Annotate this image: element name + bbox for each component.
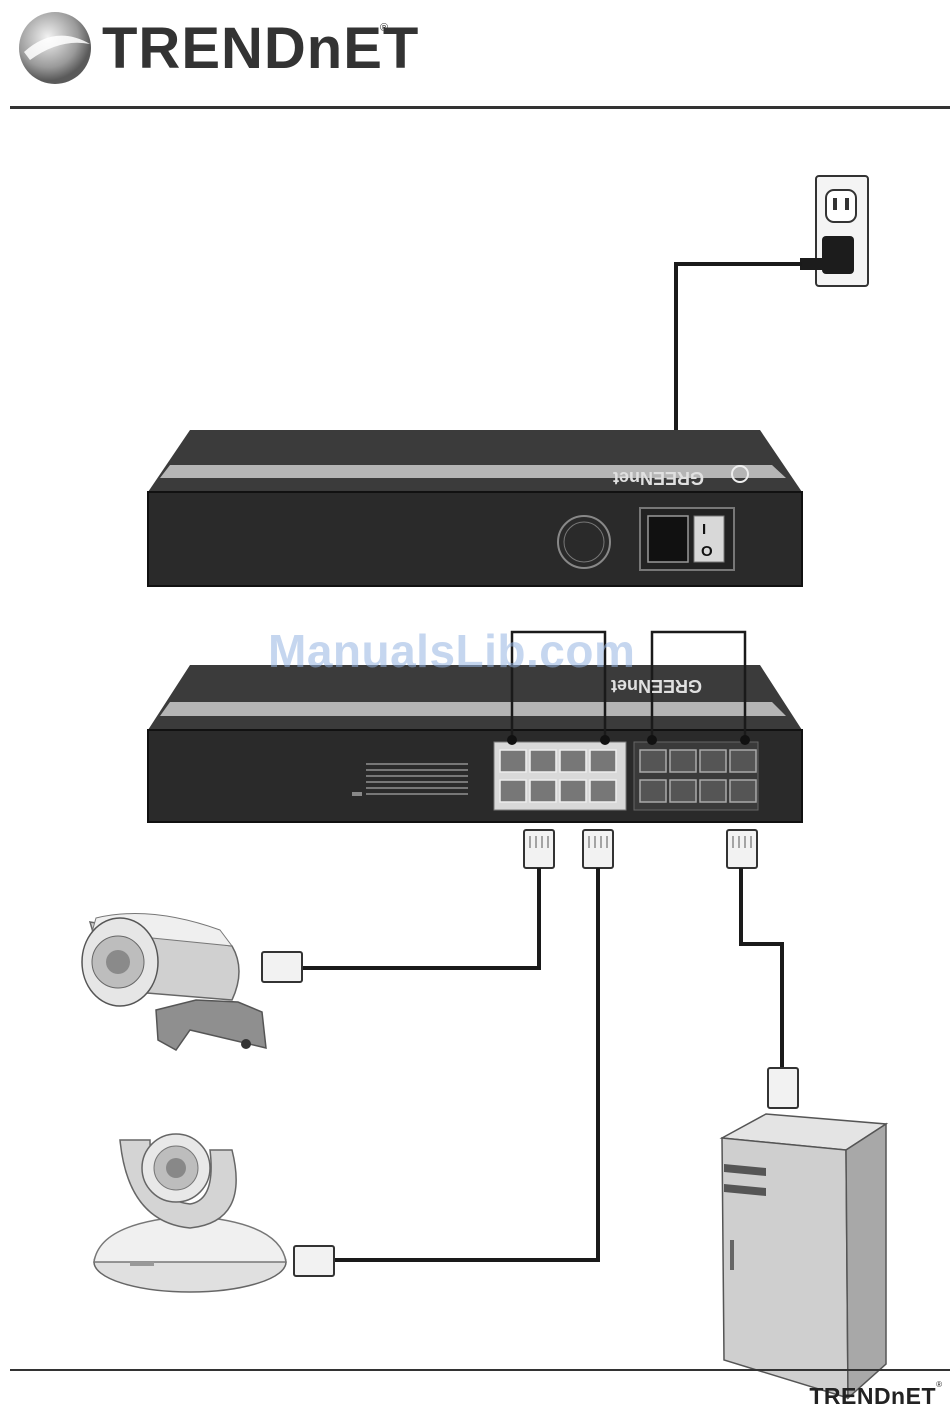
- watermark-text: ManualsLib.com: [268, 624, 635, 678]
- power-switch-on-label: I: [702, 521, 706, 538]
- power-cable: [676, 264, 802, 452]
- pc-tower: [722, 1114, 886, 1398]
- footer-divider: [10, 1369, 950, 1371]
- power-switch-off-label: O: [701, 543, 713, 560]
- rear-greennet-badge: GREENnet: [613, 468, 704, 488]
- rj45-connectors-top: [524, 830, 757, 868]
- ptz-camera: [94, 1134, 286, 1292]
- footer-registered-mark: ®: [936, 1380, 942, 1389]
- front-greennet-badge: GREENnet: [611, 676, 702, 696]
- rj45-connectors-devices: [262, 952, 798, 1276]
- footer-brand-wordmark: TRENDnET: [809, 1383, 936, 1410]
- network-cables: [300, 868, 782, 1260]
- bullet-camera: [82, 914, 266, 1050]
- wall-outlet: [800, 176, 868, 286]
- switch-rear-view: [148, 430, 802, 586]
